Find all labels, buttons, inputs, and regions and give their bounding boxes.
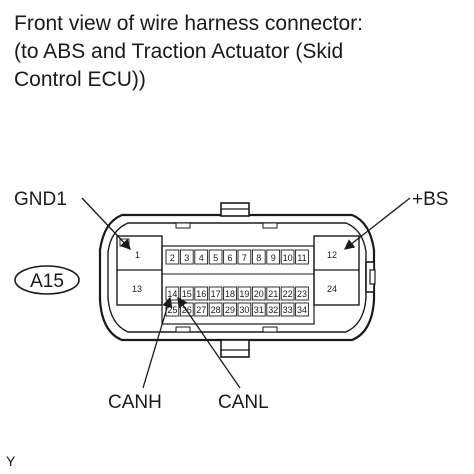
top-row-pin-3: 3 <box>184 253 189 263</box>
middle-row-pin-cell-21 <box>266 286 281 301</box>
middle-row-pin-19: 19 <box>239 289 249 299</box>
bottom-row-pin-29: 29 <box>225 305 235 315</box>
bottom-row-pin-34: 34 <box>297 305 307 315</box>
canh-label: CANH <box>108 392 162 413</box>
middle-row-pin-21: 21 <box>268 289 278 299</box>
canh-leader <box>142 296 173 389</box>
bottom-row-pin-30: 30 <box>239 305 249 315</box>
top-row-pin-cell-8 <box>251 249 266 265</box>
middle-row-pin-17: 17 <box>211 289 221 299</box>
bottom-row-pin-32: 32 <box>268 305 278 315</box>
connector-code-oval <box>14 265 80 295</box>
middle-row-pin-20: 20 <box>254 289 264 299</box>
top-row-pin-cell-3 <box>179 249 194 265</box>
middle-row-pin-18: 18 <box>225 289 235 299</box>
top-row-pin-10: 10 <box>283 253 293 263</box>
middle-row-pin-cell-14 <box>165 286 180 301</box>
middle-row-pin-cell-16 <box>194 286 209 301</box>
pin-12-label: 12 <box>327 250 337 260</box>
key-top-2 <box>262 222 278 229</box>
top-row-pin-11: 11 <box>297 253 306 263</box>
top-row-pin-9: 9 <box>271 253 276 263</box>
canl-leader <box>177 296 241 389</box>
top-row-pin-cell-4 <box>194 249 209 265</box>
top-row-pin-7: 7 <box>242 253 247 263</box>
top-row-pin-cell-5 <box>208 249 223 265</box>
bottom-row-pin-cell-30 <box>237 302 252 317</box>
small-pin-area <box>161 245 315 325</box>
bottom-row-pin-27: 27 <box>196 305 206 315</box>
bottom-row-pin-33: 33 <box>283 305 293 315</box>
bottom-row-pin-cell-28 <box>208 302 223 317</box>
bottom-row-pin-28: 28 <box>211 305 221 315</box>
top-row-pin-cell-6 <box>223 249 237 265</box>
key-bottom-1 <box>175 326 191 333</box>
bottom-row-pin-cell-27 <box>194 302 209 317</box>
bottom-row-pin-31: 31 <box>254 305 264 315</box>
middle-row-pin-23: 23 <box>297 289 307 299</box>
bottom-row-pin-cell-33 <box>280 302 295 317</box>
bs-label: +BS <box>412 189 448 210</box>
top-row-pin-8: 8 <box>256 253 261 263</box>
middle-row-pin-cell-17 <box>208 286 223 301</box>
middle-row-pin-15: 15 <box>182 289 192 299</box>
pin-24-label: 24 <box>327 284 337 294</box>
bottom-latch <box>220 339 250 358</box>
canl-label: CANL <box>218 392 269 413</box>
top-row-pin-cell-9 <box>266 249 281 265</box>
top-row-pin-6: 6 <box>227 253 232 263</box>
middle-row-pin-14: 14 <box>167 289 177 299</box>
gnd1-leader <box>81 197 131 250</box>
bottom-row-pins: 25262728293031323334 <box>165 302 309 317</box>
title-line-3: Control ECU)) <box>14 68 146 91</box>
top-row-pin-2: 2 <box>170 253 175 263</box>
top-row-pin-cell-11 <box>295 249 309 265</box>
key-bottom-2 <box>262 326 278 333</box>
middle-row-pins: 14 15 16 17 18 19 20 21 22 23 <box>165 286 309 301</box>
top-row-pin-4: 4 <box>199 253 204 263</box>
top-row-pin-cell-2 <box>165 249 180 265</box>
pin-1-label: 1 <box>135 250 140 260</box>
key-top-1 <box>175 222 191 229</box>
title-line-1: Front view of wire harness connector: <box>14 12 363 35</box>
bottom-row-pin-cell-31 <box>251 302 266 317</box>
bottom-row-pin-cell-34 <box>295 302 309 317</box>
bs-leader <box>343 197 411 250</box>
connector-code: A15 <box>30 271 64 292</box>
connector-housing-inner <box>107 222 367 333</box>
middle-row-pin-cell-19 <box>237 286 252 301</box>
pin-13-label: 13 <box>132 284 142 294</box>
middle-row-pin-cell-20 <box>251 286 266 301</box>
connector-housing-outer <box>98 213 376 342</box>
bottom-row-pin-cell-29 <box>223 302 237 317</box>
middle-row-pin-22: 22 <box>283 289 293 299</box>
diagram-title: Front view of wire harness connector: (t… <box>14 10 363 94</box>
middle-row-pin-cell-18 <box>223 286 237 301</box>
middle-row-pin-cell-23 <box>295 286 309 301</box>
right-latch-tab <box>369 269 376 285</box>
middle-row-pin-16: 16 <box>196 289 206 299</box>
footer-mark: Y <box>6 453 16 469</box>
gnd1-label: GND1 <box>14 189 67 210</box>
top-row-pin-cell-7 <box>237 249 252 265</box>
bottom-row-pin-25: 25 <box>167 305 177 315</box>
title-line-2: (to ABS and Traction Actuator (Skid <box>14 40 344 63</box>
bottom-row-pin-cell-32 <box>266 302 281 317</box>
top-row-pin-cell-10 <box>280 249 295 265</box>
top-row-pin-5: 5 <box>213 253 218 263</box>
middle-row-pin-cell-22 <box>280 286 295 301</box>
